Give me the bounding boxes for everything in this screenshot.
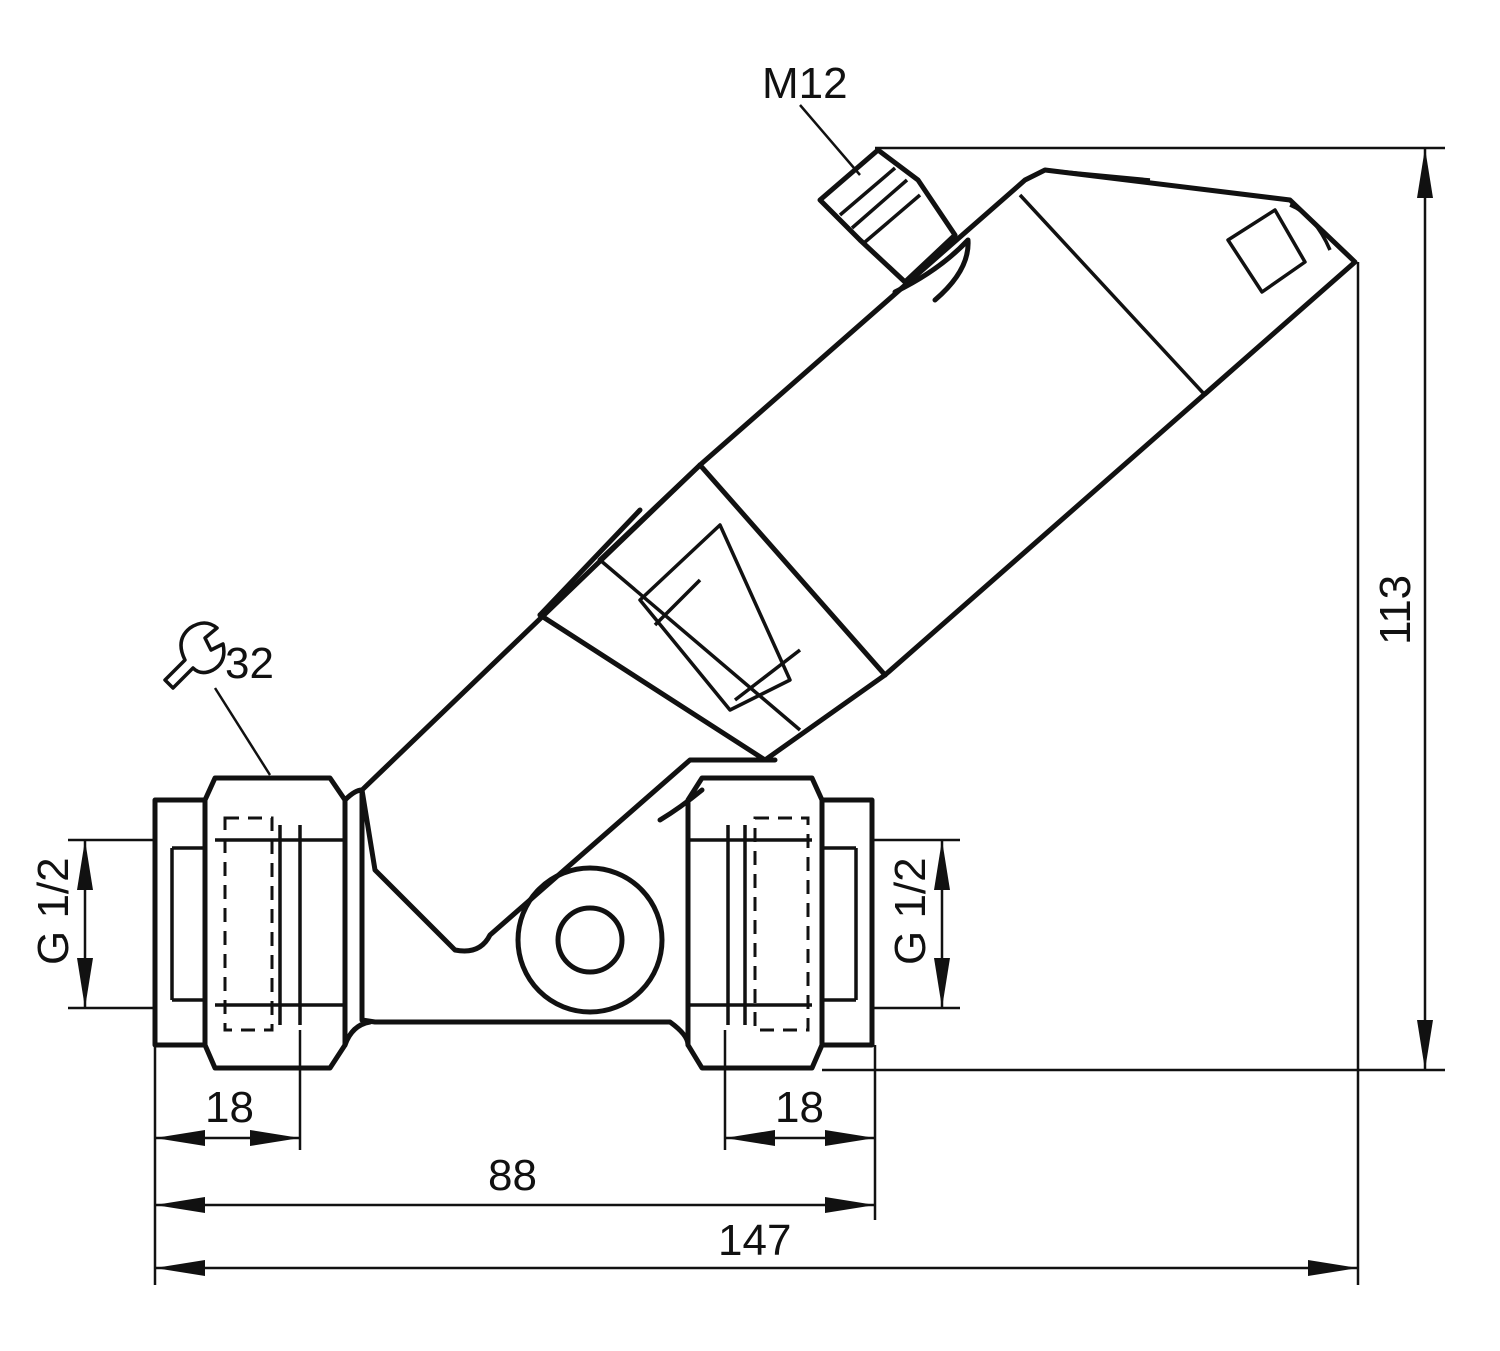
wrench-icon (163, 621, 226, 690)
dim-body-label: 88 (488, 1151, 537, 1200)
valve-body (152, 757, 875, 1071)
dim-total-label: 147 (718, 1216, 791, 1265)
thread-left-label: G 1/2 (29, 857, 78, 965)
thread-right-label: G 1/2 (886, 857, 935, 965)
dim-height-label: 113 (1371, 575, 1420, 645)
dimension-lines (68, 104, 1445, 1285)
connector-label: M12 (762, 59, 848, 108)
actuator-housing (359, 147, 1358, 793)
wrench-size-label: 32 (225, 639, 274, 688)
dim-port-right-label: 18 (775, 1083, 824, 1132)
dim-port-left-label: 18 (205, 1083, 254, 1132)
